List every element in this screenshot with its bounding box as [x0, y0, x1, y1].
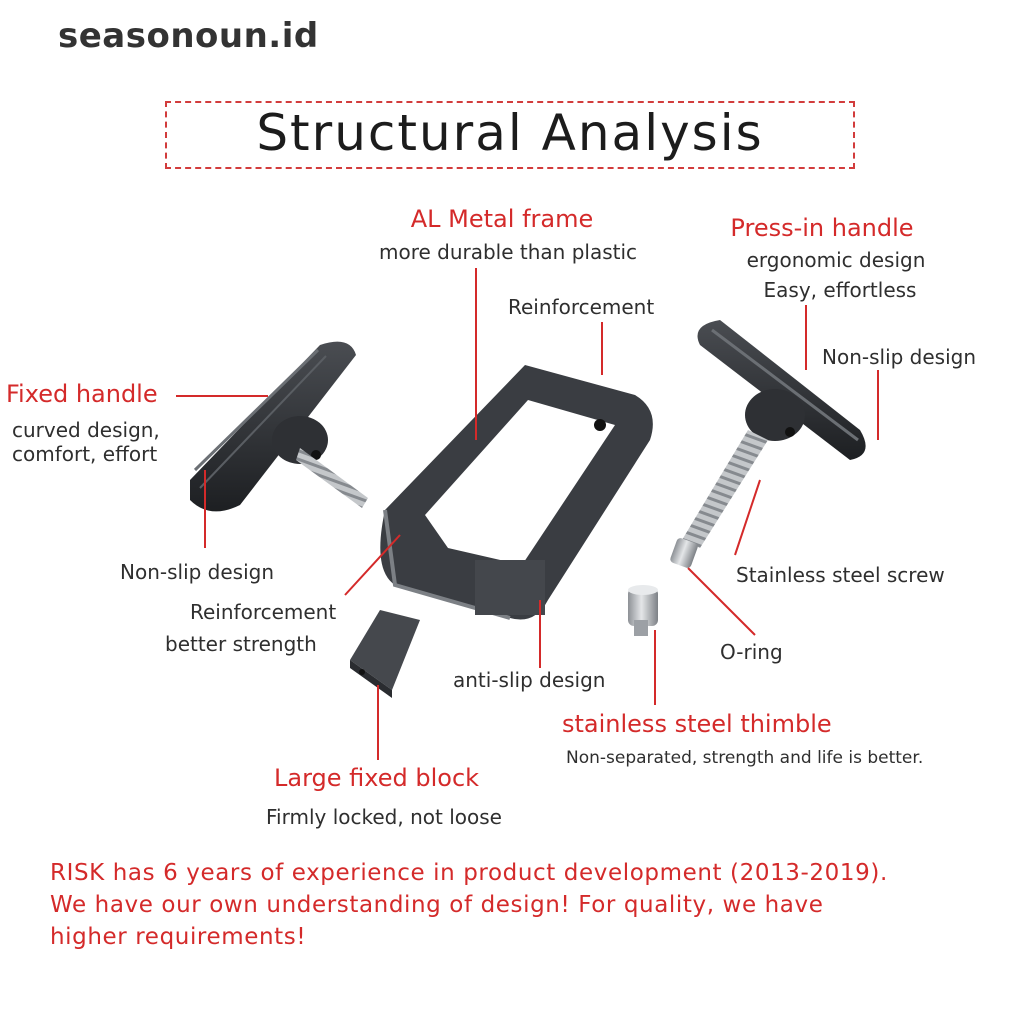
label-nonslip-right: Non-slip design — [822, 345, 977, 369]
label-reinforcement-mid: Reinforcement — [190, 600, 337, 624]
label-al-frame-title: AL Metal frame — [410, 205, 594, 233]
footer-line-2: We have our own understanding of design!… — [50, 892, 824, 918]
label-antislip: anti-slip design — [453, 668, 606, 692]
footer-line-1: RISK has 6 years of experience in produc… — [50, 860, 888, 886]
footer-line-3: higher requirements! — [50, 924, 307, 950]
fixed-block-part — [350, 610, 420, 698]
label-reinforcement-top: Reinforcement — [508, 295, 655, 319]
leader-lines — [176, 268, 879, 760]
label-block-sub: Firmly locked, not loose — [266, 805, 502, 829]
fixed-handle-part — [190, 341, 368, 512]
leader-screw — [734, 479, 761, 556]
label-press-sub2: Easy, effortless — [763, 278, 917, 302]
label-al-frame-sub: more durable than plastic — [378, 240, 638, 264]
label-thimble-sub: Non-separated, strength and life is bett… — [566, 748, 924, 768]
label-fixed-sub1: curved design, — [12, 418, 160, 442]
title-frame — [165, 101, 855, 169]
label-fixed-sub2: comfort, effort — [12, 442, 158, 466]
thimble-part — [628, 585, 658, 636]
page-title: Structural Analysis — [256, 104, 764, 162]
label-oring: O-ring — [720, 640, 783, 664]
leader-oring — [687, 567, 756, 636]
label-block-title: Large fixed block — [274, 764, 480, 792]
press-in-handle-part — [670, 320, 866, 568]
al-metal-frame-part — [380, 365, 653, 620]
leader-reinforcement-mid — [344, 534, 401, 596]
label-screw: Stainless steel screw — [736, 563, 945, 587]
watermark-text: seasonoun.id — [58, 16, 319, 56]
label-thimble-title: stainless steel thimble — [562, 710, 832, 738]
label-press-sub1: ergonomic design — [746, 248, 926, 272]
label-reinforcement-mid-sub: better strength — [165, 632, 317, 656]
label-nonslip-left: Non-slip design — [120, 560, 275, 584]
label-press-title: Press-in handle — [730, 214, 914, 242]
label-fixed-title: Fixed handle — [6, 380, 158, 408]
